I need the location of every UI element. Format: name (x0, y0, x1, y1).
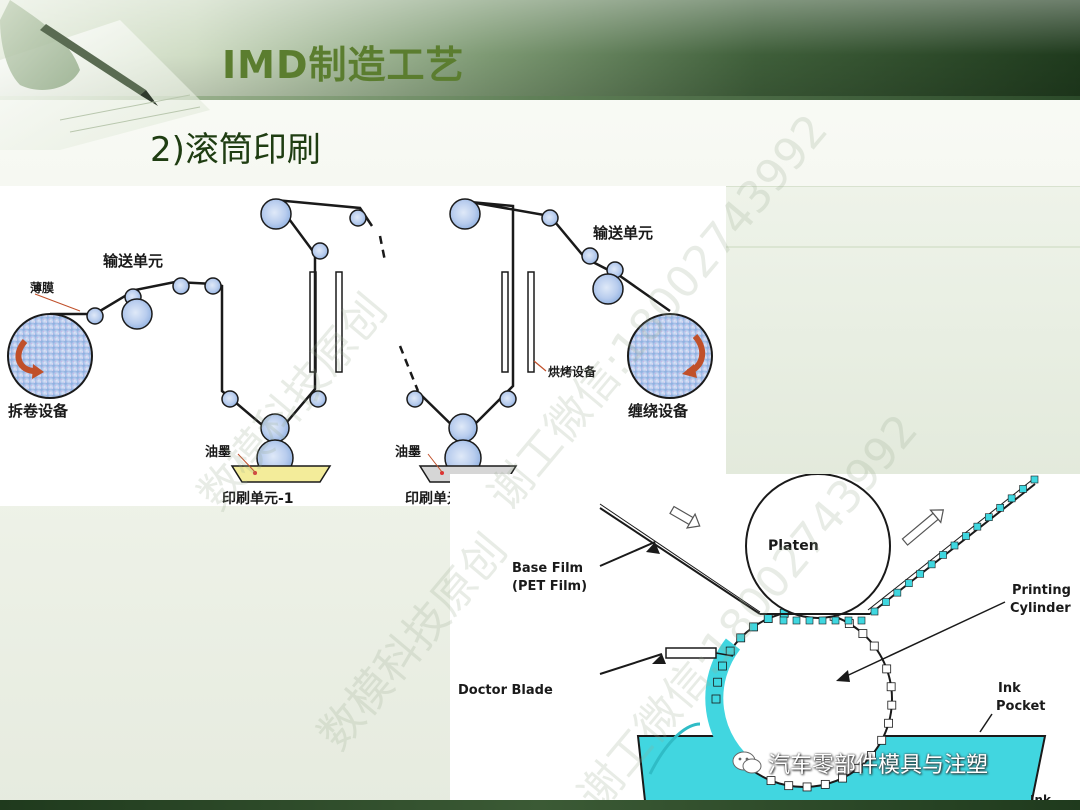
printed-ink-dot (1030, 475, 1039, 484)
ink-cell (766, 776, 776, 785)
ink-cell (869, 641, 879, 651)
printed-ink-dot (779, 616, 788, 625)
ink-cell (749, 622, 758, 632)
printed-ink-dot (973, 522, 982, 531)
printed-ink-dot (805, 616, 814, 625)
ink-cell (858, 629, 868, 639)
doctor-blade-label: Doctor Blade (458, 683, 553, 698)
slide-title: IMD制造工艺 (222, 43, 465, 87)
ink-cell (718, 661, 727, 671)
wechat-icon (732, 751, 762, 774)
ink-pocket-label-2: Pocket (996, 699, 1046, 714)
printed-ink-dot (996, 503, 1005, 512)
ink-cell (884, 718, 893, 728)
printing-cylinder-label-1: Printing (1012, 583, 1071, 598)
ink-cell (736, 633, 746, 643)
ink-cell (887, 700, 897, 710)
footer-bar (0, 800, 1080, 810)
printed-ink-dot (916, 569, 925, 578)
ink-cell (784, 781, 794, 791)
film-label: 薄膜 (30, 280, 54, 295)
right-panel (726, 186, 1080, 477)
wechat-account-name: 汽车零部件模具与注塑 (768, 753, 989, 778)
pen-and-paper-icon (0, 0, 210, 150)
print-unit-1-label: 印刷单元-1 (222, 490, 294, 506)
pet-film-label: (PET Film) (512, 579, 587, 594)
ink-cell (886, 682, 896, 692)
printed-ink-dot (927, 560, 936, 569)
platen-label: Platen (768, 538, 819, 554)
printed-ink-dot (962, 532, 970, 540)
printed-ink-dot (870, 607, 879, 616)
printed-ink-dot (950, 541, 959, 550)
header-divider (0, 96, 1080, 100)
printing-cylinder-label-2: Cylinder (1010, 601, 1071, 616)
printed-ink-dot (844, 616, 853, 625)
printed-ink-dot (939, 551, 947, 559)
printed-ink-dot (818, 616, 827, 625)
printed-ink-dot (904, 579, 913, 588)
printed-ink-dot (1019, 485, 1027, 493)
ink-cell (838, 773, 847, 783)
dryer-label: 烘烤设备 (548, 364, 597, 379)
ink-cell (867, 751, 876, 760)
rewind-label: 缠绕设备 (628, 402, 689, 420)
printed-ink-dot (831, 616, 840, 625)
ink-cell (802, 782, 812, 792)
printed-ink-dot (857, 616, 866, 625)
printed-ink-dot (882, 598, 890, 606)
ink-cell (853, 763, 863, 773)
ink-cell (711, 694, 721, 704)
roll-to-roll-diagram: 薄膜 输送单元 输送单元 拆卷设备 缠绕设备 烘烤设备 油墨 油墨 印刷单元-1… (0, 186, 726, 507)
ink-cell (882, 664, 892, 674)
section-heading: 2)滚筒印刷 (150, 130, 321, 170)
printed-ink-dot (893, 588, 902, 597)
gravure-cylinder-diagram: Platen Base Film (PET Film) Printing Cyl… (450, 473, 1080, 810)
base-film-label: Base Film (512, 561, 583, 576)
unwind-label: 拆卷设备 (8, 402, 69, 420)
printed-ink-dot (984, 513, 993, 522)
ink-cell (713, 677, 723, 687)
ink-pocket-label-1: Ink (998, 681, 1021, 696)
transfer-unit-left-label: 输送单元 (103, 252, 163, 270)
printed-ink-dot (792, 616, 801, 625)
printed-ink-dot (1007, 494, 1016, 503)
ink-cell (877, 735, 887, 745)
transfer-unit-right-label: 输送单元 (593, 224, 653, 242)
ink-label-unit-1: 油墨 (205, 444, 231, 460)
ink-label-unit-n: 油墨 (395, 444, 421, 460)
ink-cell (820, 779, 830, 789)
wechat-watermark: 汽车零部件模具与注塑 (732, 748, 988, 778)
